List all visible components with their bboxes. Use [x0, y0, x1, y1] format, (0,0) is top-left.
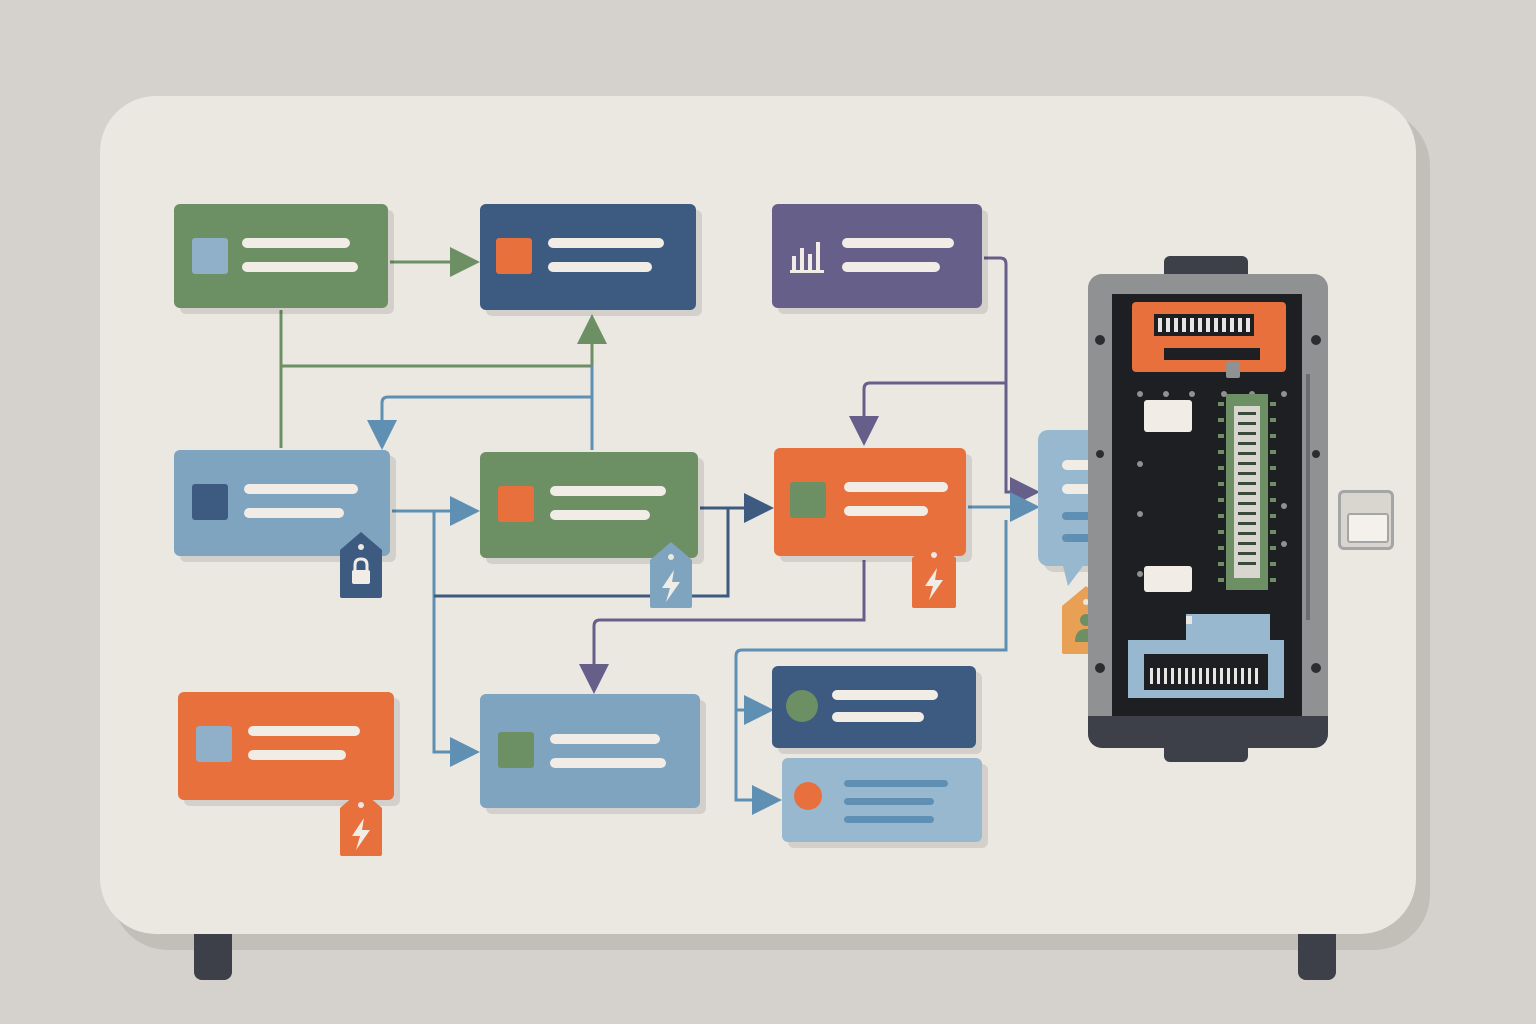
- lightblue-square-icon: [196, 726, 232, 762]
- text-line: [844, 482, 948, 492]
- text-line: [844, 798, 934, 805]
- flow-node-9[interactable]: [480, 694, 700, 808]
- text-line: [244, 484, 358, 494]
- flow-node-6[interactable]: [774, 448, 966, 556]
- text-line: [844, 816, 934, 823]
- text-line: [548, 238, 664, 248]
- green-circle-icon: [786, 690, 818, 722]
- lightning-tag-icon: [650, 542, 692, 608]
- text-line: [844, 506, 928, 516]
- text-line: [244, 508, 344, 518]
- orange-square-icon: [498, 486, 534, 522]
- text-line: [248, 726, 360, 736]
- wire-node6-node9: [579, 560, 866, 694]
- wire-node4-node9: [432, 511, 480, 767]
- text-line: [548, 262, 652, 272]
- wire-node5-node4: [367, 395, 592, 450]
- wire-node5-loop: [434, 508, 730, 598]
- lock-tag-icon: [340, 532, 382, 598]
- flow-node-2[interactable]: [480, 204, 696, 310]
- flow-node-3[interactable]: [772, 204, 982, 308]
- text-line: [550, 758, 666, 768]
- text-line: [550, 510, 650, 520]
- wire-node7-down: [734, 520, 1008, 815]
- circuit-board-icon: [1095, 302, 1321, 698]
- orange-square-icon: [496, 238, 532, 274]
- flow-node-10[interactable]: [772, 666, 976, 748]
- speech-bubble-tail-icon: [1062, 562, 1086, 586]
- text-line: [844, 780, 948, 787]
- wire-node3-node7: [984, 256, 1040, 507]
- module-bottom-bar: [1088, 716, 1328, 748]
- text-line: [242, 262, 358, 272]
- orange-circle-icon: [794, 782, 822, 810]
- green-square-icon: [498, 732, 534, 768]
- text-line: [550, 734, 660, 744]
- side-connector-icon: [1338, 490, 1394, 550]
- flow-node-4[interactable]: [174, 450, 390, 556]
- flow-node-11[interactable]: [782, 758, 982, 842]
- lightning-tag-icon: [340, 790, 382, 856]
- text-line: [832, 690, 938, 700]
- text-line: [550, 486, 666, 496]
- text-line: [842, 262, 940, 272]
- text-line: [248, 750, 346, 760]
- lightning-tag-icon: [912, 540, 956, 608]
- module-bottom-clip: [1164, 744, 1248, 762]
- text-line: [842, 238, 954, 248]
- flow-node-5[interactable]: [480, 452, 698, 558]
- wire-branch-node6: [849, 381, 1006, 446]
- green-square-icon: [790, 482, 826, 518]
- bar-chart-icon: [790, 242, 824, 273]
- text-line: [242, 238, 350, 248]
- flow-node-8[interactable]: [178, 692, 394, 800]
- text-line: [832, 712, 924, 722]
- navy-square-icon: [192, 484, 228, 520]
- flow-node-1[interactable]: [174, 204, 388, 308]
- board-leg-left: [194, 934, 232, 980]
- lightblue-square-icon: [192, 238, 228, 274]
- side-connector-port: [1347, 513, 1389, 543]
- wire-trunk-node2: [281, 314, 607, 368]
- board-leg-right: [1298, 934, 1336, 980]
